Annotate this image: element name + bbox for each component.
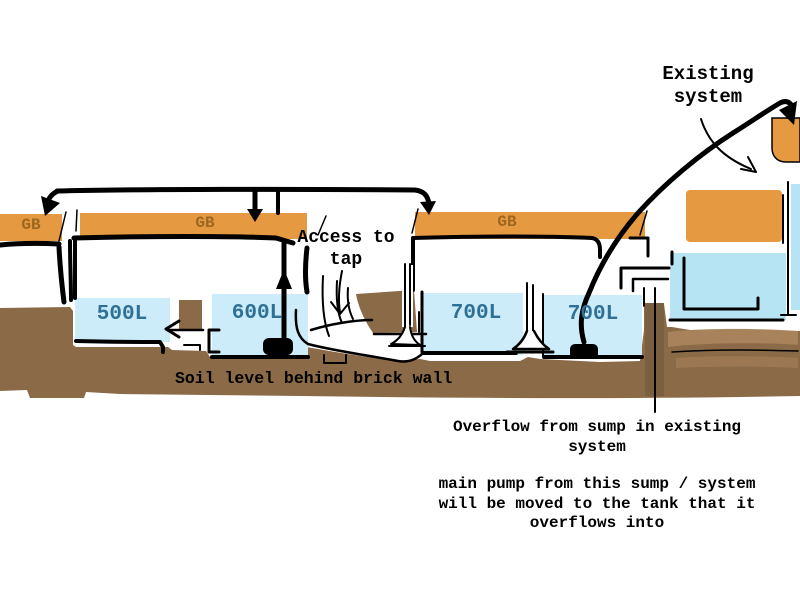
existing-divider-line (780, 181, 797, 316)
annotation-main-pump-note-line2: will be moved to the tank that it (438, 494, 756, 513)
gb-right-under-line (411, 234, 602, 259)
transfer-bracket-right (207, 328, 221, 354)
existing-step-pipe-2 (619, 266, 671, 290)
soil-light-streak-2 (676, 356, 798, 368)
access-channel-line-1 (321, 275, 330, 337)
existing-step-pipe-3 (631, 277, 670, 293)
pump-700l (570, 344, 598, 359)
top-collector-pipe (54, 186, 432, 207)
gb-tick-3 (317, 215, 327, 236)
annotation-access-tap-line1: Access to (297, 228, 395, 248)
gb-tick-5 (639, 210, 648, 236)
gb-tick-1 (58, 211, 67, 242)
gb-left-label: GB (21, 216, 41, 234)
tank-500l-bottom-line (74, 339, 165, 354)
wall-segment-above-600l (303, 245, 310, 295)
annotation-existing-system: Existing system (628, 63, 788, 109)
annotation-access-tap-line2: tap (329, 250, 363, 270)
downpipe-left-a (56, 244, 67, 305)
inlet-funnel-stem (404, 263, 411, 328)
tank-500l (75, 298, 170, 342)
soil-light-streak (668, 328, 798, 347)
transfer-bracket-small (183, 344, 201, 351)
channel-bracket (323, 354, 347, 364)
gb-right-label: GB (497, 213, 517, 231)
downpipe-left-b (68, 239, 73, 302)
gb-tick-2 (75, 209, 78, 232)
gb-bar-left (0, 214, 62, 241)
tank-500l-label: 500L (96, 303, 148, 326)
pump-600l (263, 338, 293, 355)
annotation-overflow-line2: system (568, 438, 626, 456)
existing-top-tank (771, 117, 800, 163)
annotation-main-pump-note: main pump from this sump / system will b… (436, 475, 758, 534)
arrowhead-left-down (41, 196, 60, 216)
pump-to-existing-pipe (578, 99, 796, 345)
overflow-funnel-trumpet (511, 329, 551, 351)
annotation-existing-system-line2: system (673, 86, 743, 108)
existing-system-arrow (700, 118, 757, 173)
existing-step-pipe-1 (628, 236, 650, 258)
overflow-funnel-stem (526, 282, 534, 332)
tank-700l-a-label: 700L (450, 302, 502, 325)
annotation-overflow-line1: Overflow from sump in existing (452, 418, 742, 436)
access-channel-line-2 (335, 280, 343, 324)
gb-middle-label: GB (195, 214, 215, 232)
annotation-existing-system-line1: Existing (662, 63, 754, 85)
brick-wall-top-line (71, 234, 296, 246)
gb-left-under-line (0, 240, 62, 248)
inlet-funnel-underlay (402, 265, 413, 327)
arrowhead-riser-up (276, 269, 292, 289)
tank-600l-label: 600L (231, 302, 283, 325)
annotation-overflow: Overflow from sump in existing system (436, 417, 758, 457)
annotation-main-pump-note-line1: main pump from this sump / system (438, 475, 756, 493)
access-channel-upper-edge (309, 318, 374, 332)
soil-patch-between-tanks (179, 300, 202, 330)
access-channel-lower-edge (294, 308, 425, 363)
annotation-main-pump-note-line3: overflows into (529, 514, 665, 532)
annotation-soil-level: Soil level behind brick wall (175, 369, 453, 388)
inlet-funnel-flare (390, 326, 421, 346)
arrowhead-right-hook-down (420, 201, 436, 215)
arrowhead-branch-down (247, 209, 263, 222)
gb-tick-4 (411, 208, 419, 234)
tank-700l-b-label: 700L (567, 303, 619, 326)
tank-700l-a (422, 293, 523, 355)
transfer-arrow-chevron (164, 319, 181, 339)
soil-streak-line (671, 349, 799, 353)
soil-patch-access (356, 290, 417, 333)
existing-orange-tank (686, 190, 782, 242)
arrowhead-into-existing-tank (779, 101, 797, 125)
existing-right-tank (791, 184, 800, 310)
annotation-access-tap: Access to tap (285, 227, 407, 271)
access-tap-arrow (330, 270, 350, 315)
soil-ground (0, 304, 800, 399)
existing-sump-inlet-pipe (682, 256, 760, 311)
